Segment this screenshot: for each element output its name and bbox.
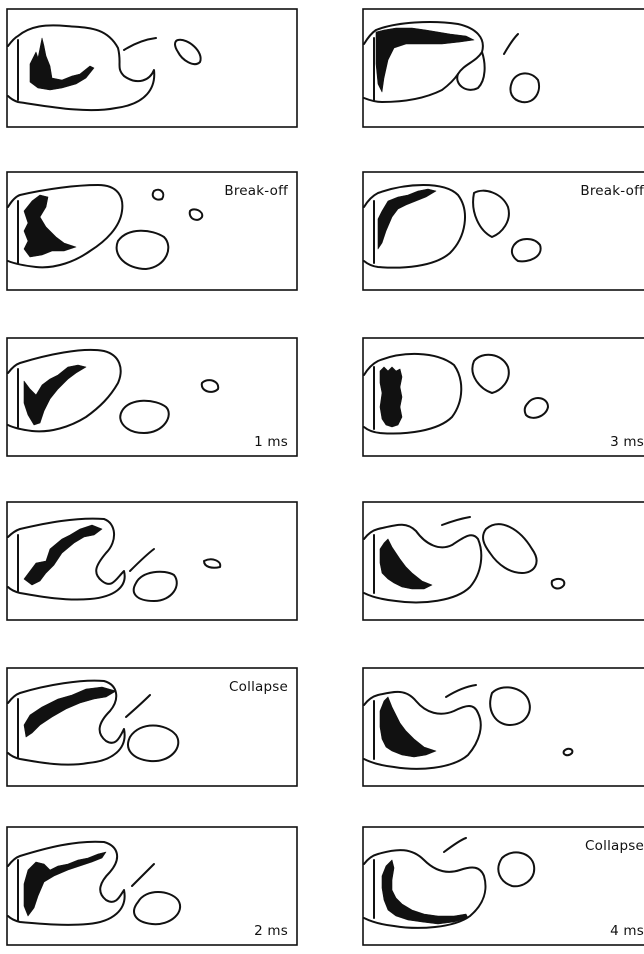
panel-top-label: Collapse xyxy=(585,838,644,854)
panel-time-label: 3 ms xyxy=(610,434,644,450)
panel-time-label: 1 ms xyxy=(254,434,288,450)
frame-left-5: Collapse xyxy=(6,667,298,787)
frame-left-1 xyxy=(6,8,298,128)
panel-time-label: 2 ms xyxy=(254,923,288,939)
panel-top-label: Break-off xyxy=(224,183,288,199)
frame-right-1 xyxy=(362,8,644,128)
panel-time-label: 4 ms xyxy=(610,923,644,939)
frame-right-5 xyxy=(362,667,644,787)
frame-right-2: Break-off xyxy=(362,171,644,291)
panel-top-label: Collapse xyxy=(229,679,288,695)
frame-right-4 xyxy=(362,501,644,621)
frame-right-6: Collapse 4 ms xyxy=(362,826,644,946)
frame-left-3: 1 ms xyxy=(6,337,298,457)
frame-left-4 xyxy=(6,501,298,621)
frame-left-2: Break-off xyxy=(6,171,298,291)
frame-left-6: 2 ms xyxy=(6,826,298,946)
frame-right-3: 3 ms xyxy=(362,337,644,457)
panel-top-label: Break-off xyxy=(580,183,644,199)
